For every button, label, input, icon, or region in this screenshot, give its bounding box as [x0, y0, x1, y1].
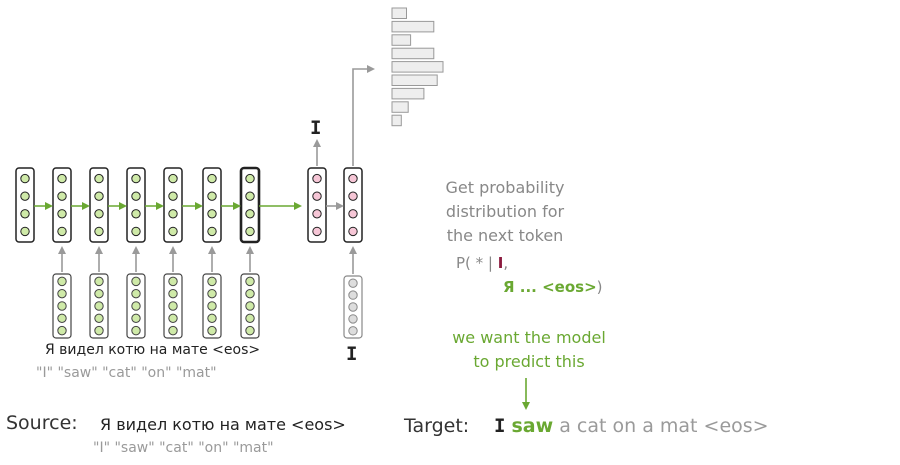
source-sentence-en: "I" "saw" "cat" "on" "mat"	[93, 440, 274, 456]
encoder-input-4	[163, 273, 183, 339]
histogram-bar-3	[391, 34, 412, 46]
prediction-note-line-2: to predict this	[473, 352, 585, 371]
decoder-to-distribution-arrow	[352, 65, 375, 166]
probability-line-2: Я ... <eos>)	[503, 278, 603, 296]
encoder-input-5	[202, 273, 222, 339]
probability-prefix: P( * |	[456, 254, 498, 272]
target-token-current: saw	[511, 415, 554, 437]
target-token-done: I	[494, 415, 506, 437]
histogram-bar-9	[391, 114, 402, 127]
source-sentence-ru: Я видел котю на мате <eos>	[100, 415, 346, 434]
histogram-bar-4	[391, 47, 435, 60]
encoder-states	[15, 166, 261, 244]
histogram-bar-1	[391, 7, 407, 19]
probability-histogram	[391, 7, 444, 127]
probability-source-ya: Я	[503, 278, 515, 296]
histogram-bar-5	[391, 61, 444, 73]
decoder-states	[307, 167, 363, 339]
encoder-state-1	[15, 167, 35, 243]
histogram-bar-7	[391, 87, 425, 100]
encoder-state-4	[126, 167, 146, 243]
decoder-input-token: I	[346, 343, 358, 365]
decoder-input-embedding	[343, 275, 363, 339]
probability-comma: ,	[503, 254, 509, 272]
explanation-line-3: the next token	[446, 226, 564, 245]
target-sentence: I saw a cat on a mat <eos>	[494, 415, 769, 437]
encoder-state-6	[202, 167, 222, 243]
encoder-state-3	[89, 167, 109, 243]
encoder-input-2	[89, 273, 109, 339]
explanation-line-1: Get probability	[445, 178, 565, 197]
probability-line-1: P( * | I,	[456, 254, 508, 272]
encoder-state-5	[163, 167, 183, 243]
probability-source-rest: ... <eos>	[514, 278, 597, 296]
source-label: Source:	[6, 412, 78, 434]
target-token-rest: a cat on a mat <eos>	[559, 415, 769, 437]
target-label: Target:	[404, 415, 470, 437]
probability-token: I	[497, 254, 504, 272]
encoder-input-embeddings	[52, 273, 260, 339]
decoder-output-token: I	[310, 117, 322, 139]
histogram-bar-2	[391, 20, 435, 33]
encoder-state-7	[239, 166, 261, 244]
encoder-input-1	[52, 273, 72, 339]
prediction-note: we want the model to predict this	[436, 326, 622, 374]
prediction-note-line-1: we want the model	[452, 328, 606, 347]
probability-close: )	[596, 278, 603, 296]
arrows	[34, 65, 530, 410]
source-tokens-en: "I" "saw" "cat" "on" "mat"	[36, 365, 217, 381]
encoder-input-6	[240, 273, 260, 339]
encoder-input-3	[126, 273, 146, 339]
histogram-bar-6	[391, 74, 438, 86]
decoder-state-2	[343, 167, 363, 243]
decoder-state-1	[307, 167, 327, 243]
encoder-state-2	[52, 167, 72, 243]
explanation-text: Get probability distribution for the nex…	[420, 176, 590, 248]
histogram-bar-8	[391, 101, 409, 113]
source-tokens-ru: Я видел котю на мате <eos>	[45, 342, 261, 358]
explanation-line-2: distribution for	[445, 202, 565, 221]
